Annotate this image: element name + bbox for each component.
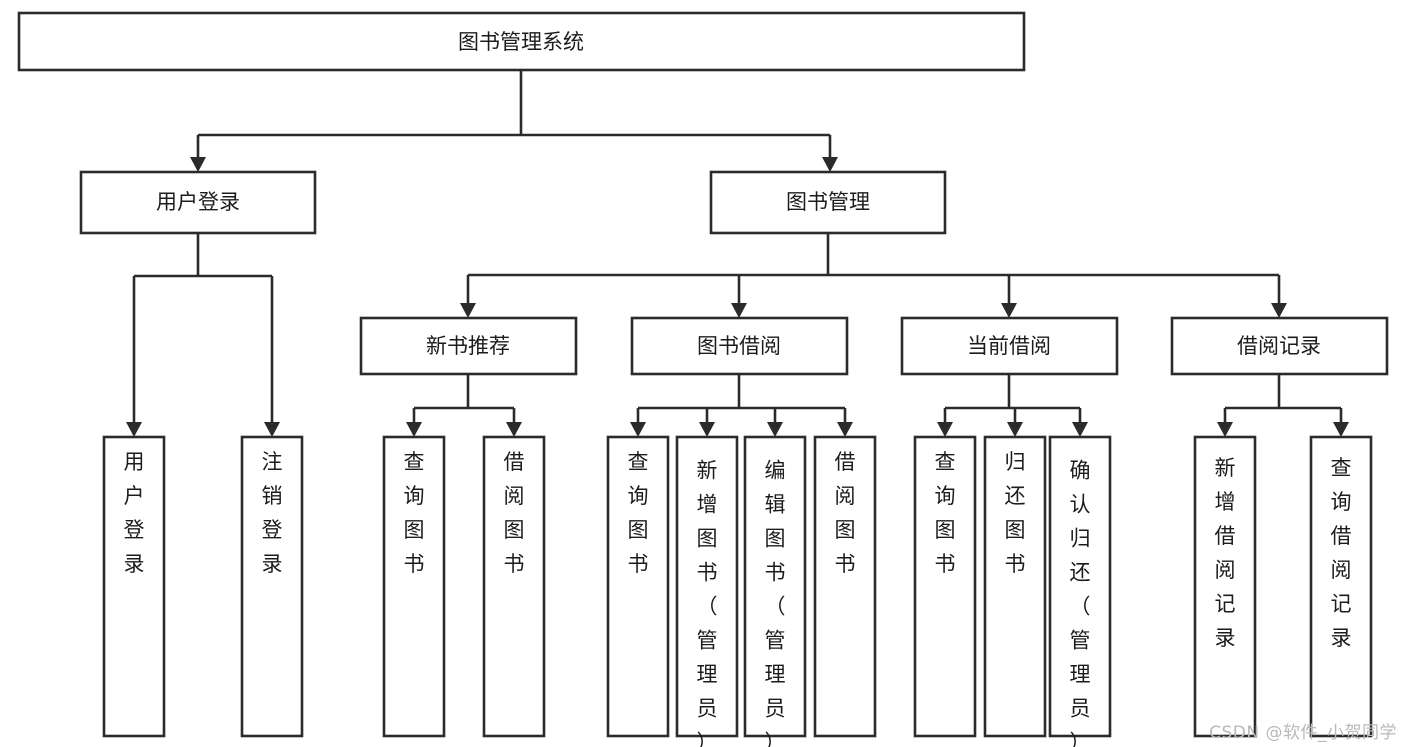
- leaf-confirm-return-label: 确认归还（管理员）: [1070, 459, 1091, 747]
- leaf-add-record-box[interactable]: [1193, 435, 1257, 738]
- connectors-layer: [126, 70, 1349, 437]
- node-user-login[interactable]: 用户登录: [79, 170, 317, 235]
- leaf-query-book-1[interactable]: 查询图书: [382, 435, 446, 738]
- arrow-icon: [630, 422, 646, 437]
- leaf-return-book-label: 归还图书: [1005, 450, 1026, 576]
- leaf-edit-book-box[interactable]: [743, 435, 807, 738]
- leaf-add-record-label: 新增借阅记录: [1215, 456, 1236, 650]
- leaf-add-book[interactable]: 新增图书（管理员）: [675, 435, 739, 747]
- leaf-query-record-box[interactable]: [1309, 435, 1373, 738]
- arrow-icon: [506, 422, 522, 437]
- arrow-icon: [1333, 422, 1349, 437]
- node-current-borrow[interactable]: 当前借阅: [900, 316, 1119, 376]
- arrow-icon: [1072, 422, 1088, 437]
- leaf-borrow-book-2[interactable]: 借阅图书: [813, 435, 877, 738]
- leaf-user-login[interactable]: 用户登录: [102, 435, 166, 738]
- arrow-icon: [264, 422, 280, 437]
- arrow-icon: [767, 422, 783, 437]
- arrow-icon: [460, 303, 476, 318]
- node-book-management[interactable]: 图书管理: [709, 170, 947, 235]
- leaf-add-book-box[interactable]: [675, 435, 739, 738]
- leaf-edit-book-label: 编辑图书（管理员）: [765, 459, 786, 747]
- leaf-logout-label: 注销登录: [262, 450, 283, 576]
- node-current-borrow-box[interactable]: [900, 316, 1119, 376]
- arrow-icon: [190, 157, 206, 172]
- leaf-add-record[interactable]: 新增借阅记录: [1193, 435, 1257, 738]
- node-book-borrow[interactable]: 图书借阅: [630, 316, 849, 376]
- node-book-management-box[interactable]: [709, 170, 947, 235]
- leaf-confirm-return-box[interactable]: [1048, 435, 1112, 738]
- leaf-user-login-box[interactable]: [102, 435, 166, 738]
- leaf-confirm-return[interactable]: 确认归还（管理员）: [1048, 435, 1112, 747]
- leaf-logout[interactable]: 注销登录: [240, 435, 304, 738]
- leaf-query-book-1-box[interactable]: [382, 435, 446, 738]
- leaf-borrow-book-1[interactable]: 借阅图书: [482, 435, 546, 738]
- node-book-borrow-label: 图书借阅: [697, 334, 781, 358]
- leaf-return-book[interactable]: 归还图书: [983, 435, 1047, 738]
- node-borrow-record-label: 借阅记录: [1237, 334, 1321, 358]
- arrow-icon: [937, 422, 953, 437]
- leaf-query-book-1-label: 查询图书: [404, 450, 425, 576]
- node-user-login-box[interactable]: [79, 170, 317, 235]
- arrow-icon: [837, 422, 853, 437]
- arrow-icon: [1001, 303, 1017, 318]
- leaf-logout-box[interactable]: [240, 435, 304, 738]
- csdn-watermark: CSDN @软件_小贺同学: [1209, 723, 1397, 743]
- leaf-query-record-label: 查询借阅记录: [1331, 456, 1352, 650]
- arrow-icon: [1007, 422, 1023, 437]
- leaf-query-book-2[interactable]: 查询图书: [606, 435, 670, 738]
- leaf-borrow-book-2-label: 借阅图书: [835, 450, 856, 576]
- arrow-icon: [406, 422, 422, 437]
- arrow-icon: [126, 422, 142, 437]
- arrow-icon: [731, 303, 747, 318]
- leaf-query-book-2-label: 查询图书: [628, 450, 649, 576]
- node-borrow-record[interactable]: 借阅记录: [1170, 316, 1389, 376]
- leaf-return-book-box[interactable]: [983, 435, 1047, 738]
- arrow-icon: [822, 157, 838, 172]
- leaf-query-book-3-box[interactable]: [913, 435, 977, 738]
- leaf-add-book-label: 新增图书（管理员）: [697, 459, 718, 747]
- leaf-borrow-book-1-label: 借阅图书: [504, 450, 525, 576]
- arrow-icon: [1217, 422, 1233, 437]
- leaf-user-login-label: 用户登录: [124, 450, 145, 576]
- node-root-box[interactable]: [17, 11, 1026, 72]
- arrow-icon: [1271, 303, 1287, 318]
- leaf-query-book-3[interactable]: 查询图书: [913, 435, 977, 738]
- node-book-management-label: 图书管理: [786, 190, 870, 214]
- node-new-book-recommend[interactable]: 新书推荐: [359, 316, 578, 376]
- leaf-borrow-book-1-box[interactable]: [482, 435, 546, 738]
- node-current-borrow-label: 当前借阅: [967, 334, 1051, 358]
- node-root-label: 图书管理系统: [458, 30, 584, 54]
- leaf-query-book-3-label: 查询图书: [935, 450, 956, 576]
- node-book-borrow-box[interactable]: [630, 316, 849, 376]
- leaf-query-record[interactable]: 查询借阅记录: [1309, 435, 1373, 738]
- node-new-book-recommend-box[interactable]: [359, 316, 578, 376]
- leaf-edit-book[interactable]: 编辑图书（管理员）: [743, 435, 807, 747]
- node-root[interactable]: 图书管理系统: [17, 11, 1026, 72]
- node-borrow-record-box[interactable]: [1170, 316, 1389, 376]
- leaf-query-book-2-box[interactable]: [606, 435, 670, 738]
- leaf-borrow-book-2-box[interactable]: [813, 435, 877, 738]
- arrow-icon: [699, 422, 715, 437]
- node-user-login-label: 用户登录: [156, 190, 240, 214]
- node-new-book-recommend-label: 新书推荐: [426, 334, 510, 358]
